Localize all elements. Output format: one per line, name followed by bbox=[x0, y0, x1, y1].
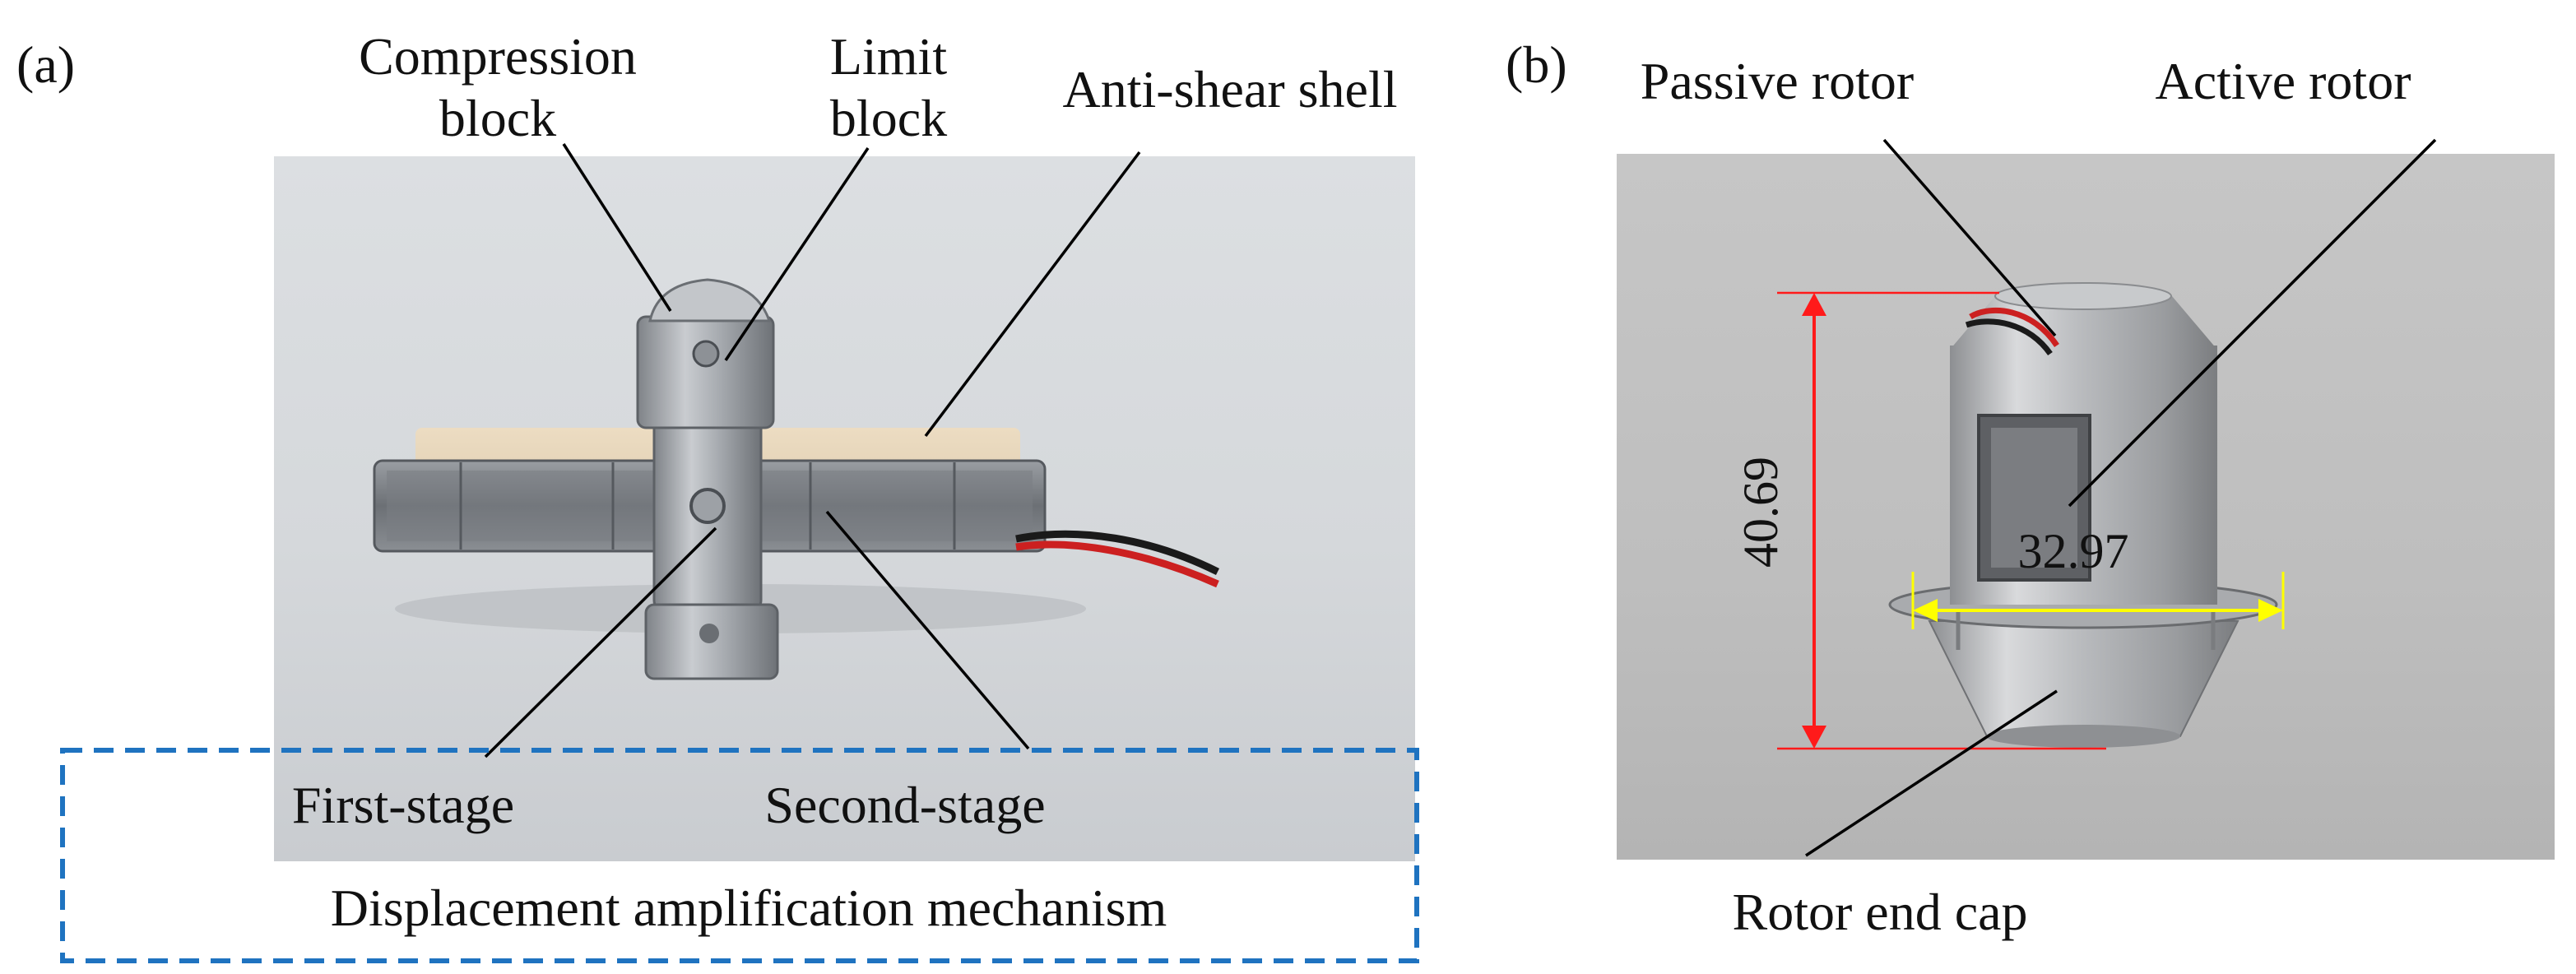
label-displacement-amplification-mechanism: Displacement amplification mechanism bbox=[331, 879, 1167, 937]
first-stage-screw bbox=[689, 488, 726, 524]
leader-limit-block bbox=[724, 147, 870, 361]
red-wire bbox=[1015, 540, 1219, 588]
height-arrow-bottom bbox=[1802, 726, 1826, 749]
upper-limit-block bbox=[636, 315, 775, 429]
rotor-top-face bbox=[1994, 282, 2172, 310]
label-active-rotor: Active rotor bbox=[2156, 52, 2411, 110]
panel-b-tag: (b) bbox=[1506, 35, 1567, 94]
width-arrow-right bbox=[2258, 599, 2283, 622]
rotor-red-wire bbox=[1969, 307, 2059, 347]
leader-active-rotor bbox=[2068, 138, 2437, 508]
active-rotor-part bbox=[1991, 428, 2077, 568]
leader-second-stage bbox=[825, 510, 1030, 750]
upper-limit-screw bbox=[692, 340, 720, 368]
black-wire bbox=[1015, 530, 1220, 576]
label-passive-rotor: Passive rotor bbox=[1641, 52, 1914, 110]
label-limit-block-line1: Limit bbox=[830, 27, 947, 86]
rotor-top-cone bbox=[1950, 296, 2217, 350]
label-second-stage: Second-stage bbox=[764, 776, 1045, 834]
rotor-device bbox=[1888, 282, 2278, 748]
panel-a-tag: (a) bbox=[16, 35, 75, 94]
height-dimension bbox=[1777, 291, 2106, 750]
panel-b: 40.69 32.97 (b) Passive rotor Active rot… bbox=[1506, 35, 2555, 941]
label-limit-block-line2: block bbox=[830, 89, 947, 147]
panel-a: (a) Compression block Limit block Anti-s… bbox=[16, 27, 1419, 963]
label-first-stage: First-stage bbox=[292, 776, 514, 834]
label-compression-block-line1: Compression bbox=[359, 27, 637, 86]
lower-limit-screw bbox=[699, 624, 719, 643]
width-arrow-left bbox=[1913, 599, 1938, 622]
label-rotor-end-cap: Rotor end cap bbox=[1733, 883, 2028, 941]
leader-passive-rotor bbox=[1882, 138, 2057, 337]
height-value: 40.69 bbox=[1734, 457, 1788, 568]
label-anti-shear-shell: Anti-shear shell bbox=[1063, 60, 1398, 118]
rotor-black-wire bbox=[1965, 318, 2053, 356]
leader-anti-shear-shell bbox=[924, 151, 1141, 438]
width-value: 32.97 bbox=[2018, 524, 2129, 578]
leader-first-stage bbox=[484, 526, 717, 758]
leader-rotor-end-cap bbox=[1805, 689, 2058, 857]
rotor-end-cap-bottom bbox=[1986, 725, 2180, 748]
width-dimension bbox=[1911, 572, 2285, 629]
height-arrow-top bbox=[1802, 293, 1826, 316]
label-compression-block-line2: block bbox=[439, 89, 556, 147]
leader-compression-block bbox=[562, 143, 672, 312]
